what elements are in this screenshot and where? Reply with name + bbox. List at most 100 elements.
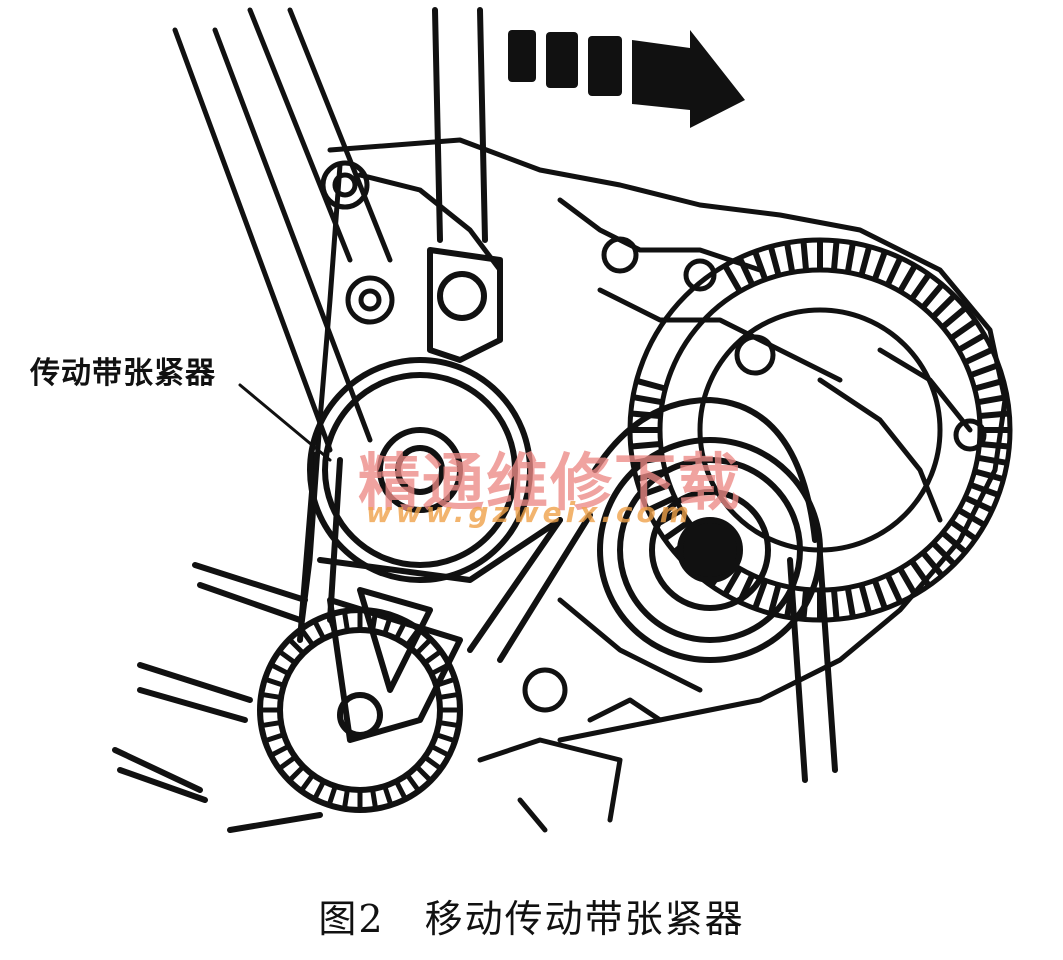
gear-tooth xyxy=(438,720,460,728)
gear-tooth xyxy=(264,732,285,743)
gear-tooth xyxy=(327,785,338,806)
gear-tooth xyxy=(957,333,986,352)
left-tubes xyxy=(172,7,393,453)
gear-tooth xyxy=(631,394,664,405)
gear-tooth xyxy=(921,551,944,577)
gear-tooth xyxy=(921,283,944,309)
gear-tooth xyxy=(288,765,305,782)
engine-belt-drawing xyxy=(112,7,1013,833)
gear-tooth xyxy=(382,785,393,806)
gear-tooth xyxy=(313,620,326,640)
lower-idler-teeth xyxy=(259,609,461,811)
gear-tooth xyxy=(752,579,768,610)
gear-tooth xyxy=(963,495,994,513)
gear-tooth xyxy=(299,773,315,792)
gear-tooth xyxy=(370,788,378,810)
gear-tooth xyxy=(831,239,840,272)
alternator-pulley xyxy=(597,437,823,663)
gear-tooth xyxy=(969,362,1000,378)
gear-tooth xyxy=(430,663,450,676)
gear-tooth xyxy=(872,250,888,281)
gear-tooth xyxy=(949,519,977,541)
gear-tooth xyxy=(423,755,442,771)
gear-tooth xyxy=(973,378,1005,392)
gear-tooth xyxy=(629,441,662,450)
gear-tooth xyxy=(430,744,450,757)
gear-tooth xyxy=(435,732,456,743)
gear-tooth xyxy=(969,482,1000,498)
gear-tooth xyxy=(845,241,856,274)
lower-bracket xyxy=(477,697,663,833)
direction-arrow xyxy=(508,30,745,128)
housing-bolts xyxy=(320,160,987,713)
gear-tooth xyxy=(858,583,872,615)
gear-tooth xyxy=(405,773,421,792)
gear-tooth xyxy=(845,586,856,619)
gear-tooth xyxy=(752,250,768,281)
gear-tooth xyxy=(909,273,931,301)
gear-tooth xyxy=(405,628,421,647)
gear-tooth xyxy=(737,256,755,287)
gear-tooth xyxy=(264,677,285,688)
gear-tooth xyxy=(382,614,393,635)
figure-caption: 图2 移动传动带张紧器 xyxy=(0,888,1063,943)
gear-tooth xyxy=(784,241,795,274)
gear-tooth xyxy=(270,744,290,757)
gear-tooth xyxy=(423,649,442,665)
gear-tooth xyxy=(963,347,994,365)
left-fins xyxy=(112,562,323,833)
gear-tooth xyxy=(299,628,315,647)
gear-tooth xyxy=(941,306,967,329)
figure-title: 移动传动带张紧器 xyxy=(424,897,745,941)
gear-tooth xyxy=(949,319,977,341)
gear-tooth xyxy=(931,541,956,566)
gear-tooth xyxy=(909,559,931,587)
engine-housing xyxy=(297,137,1008,743)
gear-tooth xyxy=(394,620,407,640)
gear-tooth xyxy=(976,394,1009,405)
pry-bar-tool xyxy=(432,7,488,243)
gear-tooth xyxy=(976,455,1009,466)
gear-tooth xyxy=(872,579,888,610)
gear-tooth xyxy=(415,638,432,655)
gear-tooth xyxy=(941,531,967,554)
gear-tooth xyxy=(278,755,297,771)
gear-tooth xyxy=(858,245,872,277)
gear-tooth xyxy=(768,245,782,277)
gear-tooth xyxy=(800,239,809,272)
gear-tooth xyxy=(898,567,917,596)
gear-tooth xyxy=(663,519,691,541)
gear-tooth xyxy=(342,788,350,810)
gear-tooth xyxy=(885,256,903,287)
gear-tooth xyxy=(288,638,305,655)
gear-tooth xyxy=(260,692,282,700)
watermark-text: 精通维修下载 xyxy=(358,446,743,519)
gear-tooth xyxy=(435,677,456,688)
gear-tooth xyxy=(438,692,460,700)
gear-tooth xyxy=(635,378,667,392)
gear-tooth xyxy=(342,610,350,632)
gear-tooth xyxy=(885,573,903,604)
gear-tooth xyxy=(723,567,742,596)
gear-tooth xyxy=(898,264,917,293)
gear-tooth xyxy=(973,468,1005,482)
gear-tooth xyxy=(327,614,338,635)
callout-leader-line xyxy=(238,383,332,462)
gear-tooth xyxy=(978,410,1011,419)
gear-tooth xyxy=(723,264,742,293)
gear-tooth xyxy=(394,780,407,800)
gear-tooth xyxy=(260,720,282,728)
gear-tooth xyxy=(768,583,782,615)
gear-tooth xyxy=(831,588,840,621)
gear-tooth xyxy=(270,663,290,676)
gear-tooth xyxy=(278,649,297,665)
gear-tooth xyxy=(646,495,677,513)
gear-tooth xyxy=(313,780,326,800)
tensioner-pulley xyxy=(307,357,533,583)
callout-label-tensioner: 传动带张紧器 xyxy=(30,356,216,391)
gear-tooth xyxy=(640,482,671,498)
watermark-url: www.gzweix.com xyxy=(366,496,693,529)
gear-tooth xyxy=(370,610,378,632)
figure-number: 图2 xyxy=(318,897,385,941)
